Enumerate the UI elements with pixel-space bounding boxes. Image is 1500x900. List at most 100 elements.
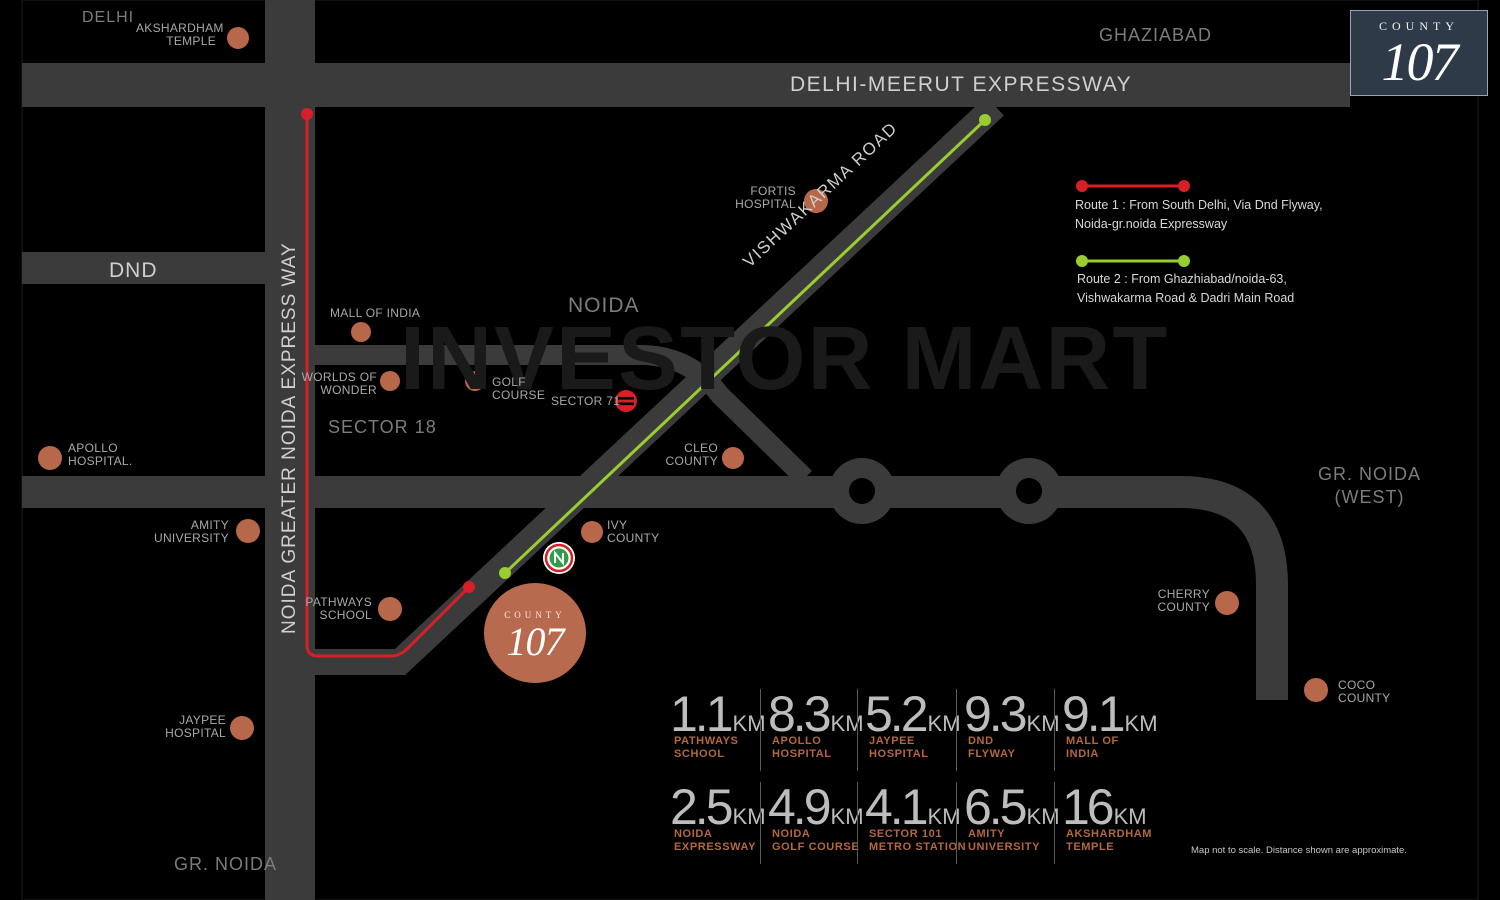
highway-shield-icon: [543, 542, 575, 574]
brand-logo-top: COUNTY: [1379, 19, 1459, 33]
distance-unit: KM: [1124, 711, 1158, 736]
area-ghaziabad: GHAZIABAD: [1099, 25, 1213, 45]
dot-golf-course: [465, 371, 485, 391]
dot-cleo: [722, 447, 744, 469]
legend-route-1: Route 1 : From South Delhi, Via Dnd Flyw…: [1075, 198, 1323, 231]
distance-value: 4.1KM: [865, 778, 961, 836]
distance-separator: [760, 689, 761, 771]
area-noida: NOIDA: [568, 294, 640, 317]
distance-separator: [857, 689, 858, 771]
dot-apollo: [38, 446, 62, 470]
dot-ivy: [581, 521, 603, 543]
metro-icon: [615, 390, 637, 412]
road-vishwakarma: [315, 96, 1004, 675]
route-2-line: [499, 114, 991, 579]
disclaimer-note: Map not to scale. Distance shown are app…: [1191, 845, 1407, 856]
distance-number: 8.3: [768, 686, 831, 742]
distance-unit: KM: [927, 711, 961, 736]
legend-route-1-line: [1076, 180, 1190, 192]
distance-separator: [857, 782, 858, 864]
dot-cherry: [1215, 591, 1239, 615]
dot-pathways: [378, 597, 402, 621]
distance-number: 2.5: [670, 779, 733, 835]
road-noida-inner: [315, 345, 812, 486]
route-1-line: [301, 108, 475, 658]
distance-number: 5.2: [865, 686, 928, 742]
distance-number: 4.9: [768, 779, 831, 835]
map-frame: [21, 0, 1479, 900]
distance-value: 9.1KM: [1062, 685, 1158, 743]
dot-mall-of-india: [351, 322, 371, 342]
road-network: [22, 0, 1350, 900]
dot-jaypee: [230, 716, 254, 740]
watermark: INVESTOR MART: [400, 309, 1170, 409]
dot-worlds-of-wonder: [380, 371, 400, 391]
distance-unit: KM: [830, 711, 864, 736]
project-location-pin: COUNTY 107: [484, 583, 586, 683]
landmark-mall-of-india: MALL OF INDIA: [330, 306, 421, 320]
landmark-sector-71: SECTOR 71: [551, 394, 621, 408]
area-gr-noida: GR. NOIDA: [174, 854, 278, 874]
distance-number: 16: [1062, 779, 1115, 835]
distance-value: 16KM: [1062, 778, 1158, 836]
legend-route-2-line: [1076, 255, 1190, 267]
road-gn-west-curve: [1000, 476, 1288, 700]
distance-separator: [760, 782, 761, 864]
distance-separator: [1054, 782, 1055, 864]
area-dnd: DND: [109, 259, 158, 282]
area-gr-noida-west: GR. NOIDA(WEST): [1318, 464, 1422, 507]
distance-number: 4.1: [865, 779, 928, 835]
pin-top: COUNTY: [504, 610, 566, 620]
distance-value: 5.2KM: [865, 685, 961, 743]
distance-unit: KM: [1113, 804, 1147, 829]
brand-logo-main: 107: [1381, 32, 1459, 92]
distance-separator: [956, 689, 957, 771]
brand-logo: COUNTY 107: [1350, 10, 1488, 96]
distance-number: 9.1: [1062, 686, 1125, 742]
area-sector-18: SECTOR 18: [328, 417, 437, 437]
dot-fortis: [804, 189, 828, 213]
area-delhi: DELHI: [82, 9, 135, 26]
distance-number: 9.3: [964, 686, 1027, 742]
distance-unit: KM: [830, 804, 864, 829]
road-label-noida-gn-expressway: NOIDA GREATER NOIDA EXPRESS WAY: [279, 242, 300, 634]
distance-value: 9.3KM: [964, 685, 1060, 743]
dot-amity: [236, 519, 260, 543]
distance-separator: [1054, 689, 1055, 771]
dot-akshardham: [227, 27, 249, 49]
legend-route-2: Route 2 : From Ghazhiabad/noida-63,Vishw…: [1077, 272, 1295, 305]
distance-unit: KM: [927, 804, 961, 829]
roundabouts: [829, 458, 1062, 524]
dot-coco: [1304, 678, 1328, 702]
distance-value: 4.9KM: [768, 778, 864, 836]
